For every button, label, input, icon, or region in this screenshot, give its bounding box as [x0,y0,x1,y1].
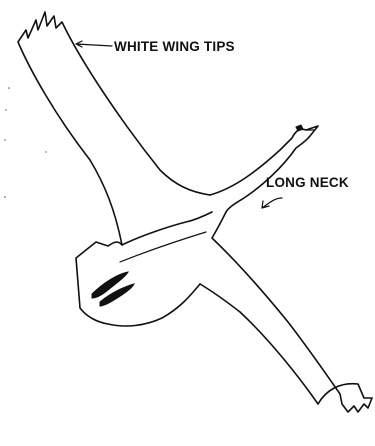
head-crest [296,125,303,131]
scan-specks [4,87,47,198]
wing-tips-annotation: WHITE WING TIPS [76,39,235,54]
wing-tips-label: WHITE WING TIPS [114,39,235,54]
neck-arrow [262,198,282,208]
belly-fold [120,232,206,262]
neck-label: LONG NECK [266,175,349,190]
body-and-lower-wing-outline [200,212,372,412]
wing-tips-arrow [76,41,112,47]
folded-feet [92,272,134,306]
neck-annotation: LONG NECK [262,175,349,208]
tail-and-rear-body-outline [76,212,212,326]
neck-and-head-outline [210,126,318,212]
